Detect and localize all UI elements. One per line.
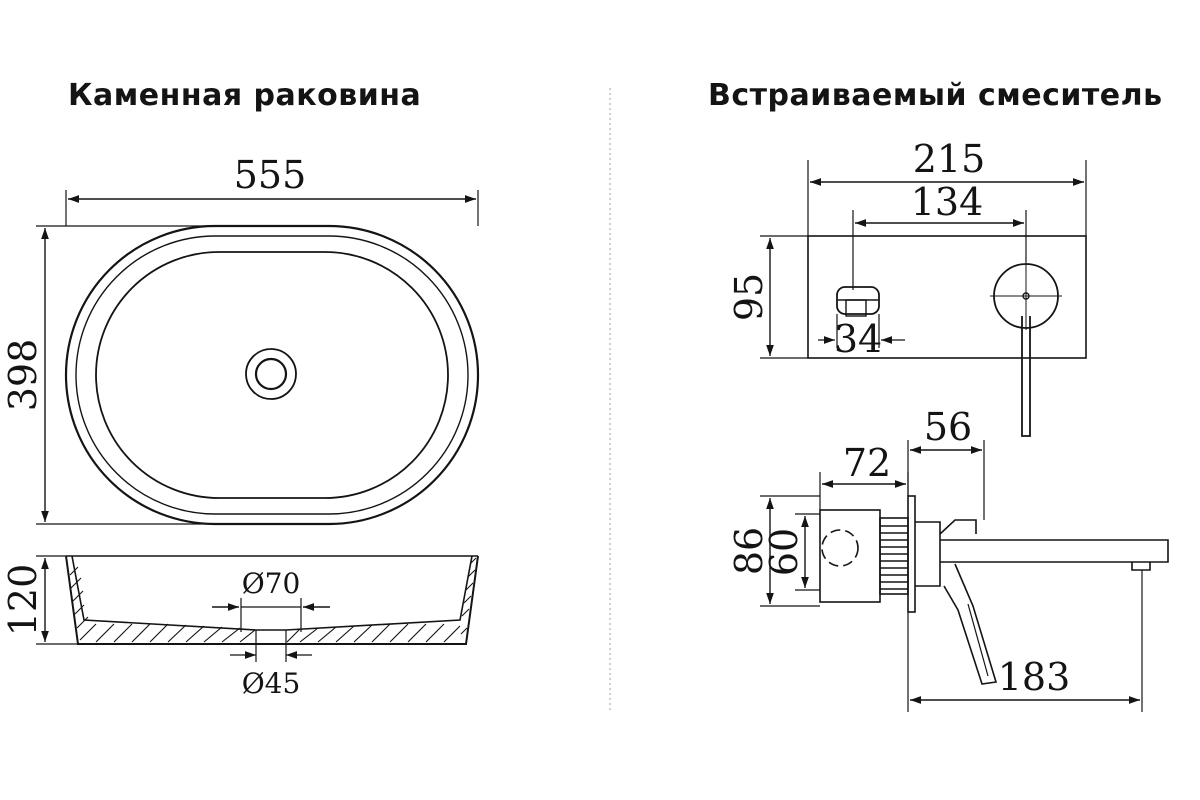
sink-side-section xyxy=(65,555,479,645)
dim-flange-outer-label: 86 xyxy=(727,527,771,575)
sink-outer-rim xyxy=(64,224,480,526)
dim-inner-drain-label: Ø45 xyxy=(242,667,301,700)
dim-plate-width: 215 xyxy=(807,137,1087,236)
dim-sink-depth: 398 xyxy=(1,225,210,525)
dim-sink-depth-label: 398 xyxy=(1,339,45,412)
sink-title: Каменная раковина xyxy=(68,78,422,113)
sink-drain-inner xyxy=(254,357,288,391)
dim-flange-inner: 60 xyxy=(762,513,820,591)
faucet-wall-plate xyxy=(807,235,1087,359)
dim-handle-width-label: 34 xyxy=(834,317,882,361)
faucet-lever xyxy=(939,519,977,535)
dim-handle-to-spout-label: 134 xyxy=(911,180,984,224)
faucet-front-view xyxy=(807,235,1087,437)
dim-flange-inner-label: 60 xyxy=(762,528,806,576)
dim-sink-height: 120 xyxy=(1,555,78,645)
dim-spout-length-label: 183 xyxy=(998,655,1071,699)
dim-body-depth: 72 xyxy=(819,441,909,510)
dim-sink-height-label: 120 xyxy=(1,564,45,637)
dim-spout-length: 183 xyxy=(907,570,1143,712)
dim-outer-drain-label: Ø70 xyxy=(242,567,301,600)
dim-handle-to-spout: 134 xyxy=(852,180,1027,290)
dim-sink-width-label: 555 xyxy=(234,153,307,197)
dim-projection-top: 56 xyxy=(907,405,985,520)
dim-flange-outer: 86 xyxy=(727,495,820,607)
faucet-handle xyxy=(836,286,880,315)
dim-sink-width: 555 xyxy=(65,153,479,226)
faucet-spout-pipe xyxy=(1021,316,1031,437)
dim-plate-height-label: 95 xyxy=(727,273,771,321)
dim-outer-drain: Ø70 xyxy=(212,567,330,632)
sink-bowl xyxy=(95,251,449,499)
dim-projection-top-label: 56 xyxy=(924,405,972,449)
sink-rim-inner xyxy=(75,235,469,515)
dim-handle-width: 34 xyxy=(818,314,905,361)
faucet-flange xyxy=(907,495,916,613)
dim-plate-height: 95 xyxy=(727,235,808,359)
dim-body-depth-label: 72 xyxy=(843,441,891,485)
sink-drain-outer xyxy=(245,348,297,400)
faucet-title: Встраиваемый смеситель xyxy=(708,78,1163,113)
faucet-side-view xyxy=(819,495,1169,685)
dim-plate-width-label: 215 xyxy=(913,137,986,181)
sink-top-view xyxy=(64,224,480,526)
faucet-valve-body xyxy=(819,509,881,603)
faucet-spout-arm xyxy=(940,539,1169,563)
dim-inner-drain: Ø45 xyxy=(230,644,312,700)
